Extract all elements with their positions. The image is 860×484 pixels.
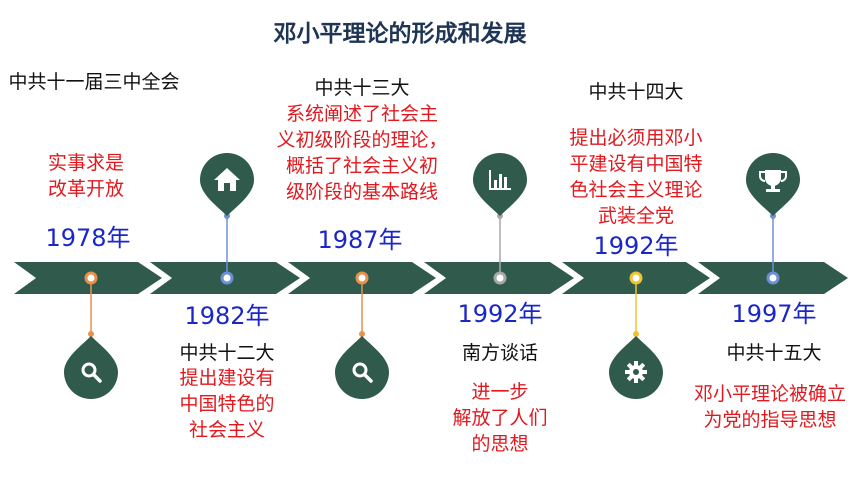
pin-1982 <box>200 153 254 216</box>
gear-icon <box>625 361 647 383</box>
year-1992-nanfang: 1992年 <box>457 300 543 328</box>
event-label-1982: 中共十二大 <box>179 342 275 364</box>
year-1987: 1987年 <box>317 226 403 254</box>
event-label-1992-nanfang: 南方谈话 <box>461 342 538 364</box>
year-1978: 1978年 <box>45 224 131 252</box>
home-icon <box>214 168 240 191</box>
search-icon <box>81 362 102 383</box>
timeline-dot-6 <box>766 271 780 285</box>
pin-1987 <box>335 336 389 399</box>
timeline-dot-4 <box>493 271 507 285</box>
timeline-dot-5 <box>629 271 643 285</box>
timeline-arrows <box>14 262 848 294</box>
pin-1992a <box>473 153 527 216</box>
pin-1997 <box>746 153 800 216</box>
pin-1992b <box>609 336 663 399</box>
desc-1978: 实事求是 改革开放 <box>47 152 124 200</box>
year-1992-14th: 1992年 <box>593 232 679 260</box>
search-icon <box>352 362 373 383</box>
pin-1978 <box>64 336 118 399</box>
trophy-icon <box>759 170 787 192</box>
timeline-dot-2 <box>220 271 234 285</box>
desc-1997: 邓小平理论被确立 为党的指导思想 <box>693 383 846 431</box>
page-title: 邓小平理论的形成和发展 <box>273 21 527 47</box>
event-label-1992-14th: 中共十四大 <box>588 81 684 103</box>
bar-chart-icon <box>489 170 511 190</box>
event-label-1987: 中共十三大 <box>314 77 410 99</box>
timeline-dot-3 <box>355 271 369 285</box>
event-label-1997: 中共十五大 <box>726 342 822 364</box>
event-label-1978: 中共十一届三中全会 <box>8 71 180 93</box>
year-1982: 1982年 <box>184 302 270 330</box>
desc-1992-14th: 提出必须用邓小 平建设有中国特 色社会主义理论 武装全党 <box>569 127 703 227</box>
desc-1987: 系统阐述了社会主 义初级阶段的理论， 概括了社会主义初 级阶段的基本路线 <box>276 103 448 203</box>
desc-1982: 提出建设有 中国特色的 社会主义 <box>179 367 275 441</box>
desc-1992-nanfang: 进一步 解放了人们 的思想 <box>452 381 548 455</box>
timeline-dot-1 <box>84 271 98 285</box>
year-1997: 1997年 <box>731 300 817 328</box>
